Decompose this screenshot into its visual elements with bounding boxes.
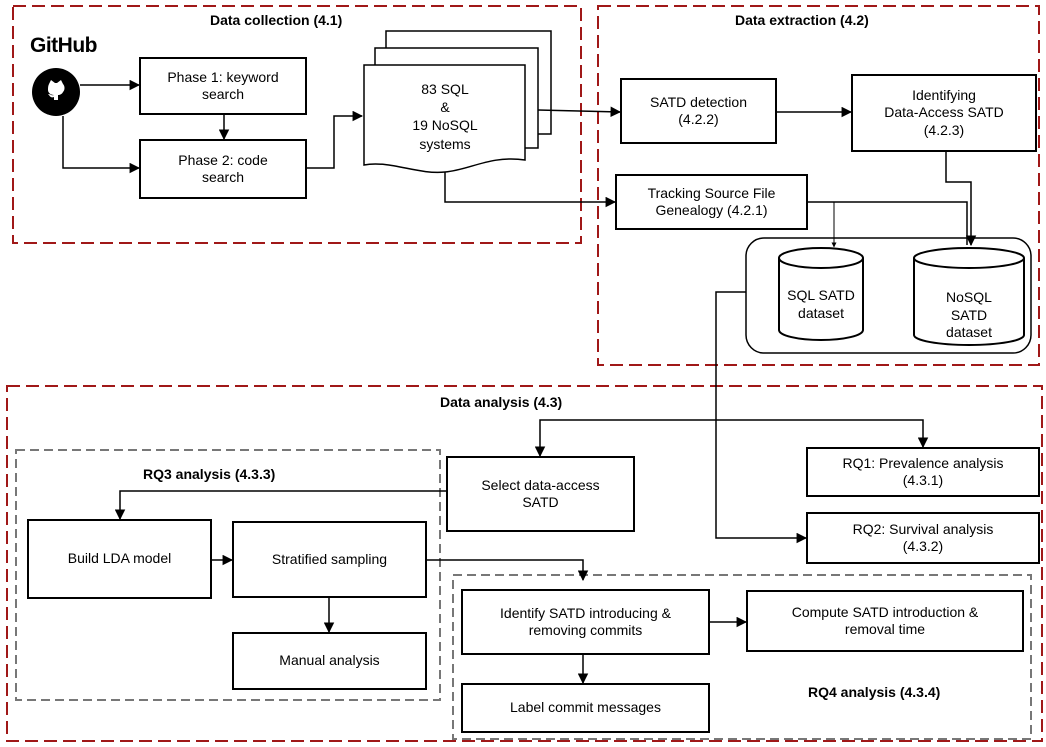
data-analysis-title: Data analysis (4.3) xyxy=(440,394,563,410)
tracking-source-file-genealogy[interactable]: Tracking Source File Genealogy (4.2.1) xyxy=(615,174,808,230)
phase2-code-search[interactable]: Phase 2: code search xyxy=(139,139,307,199)
arrow-select-to-lda xyxy=(114,490,446,521)
arrow-tracking-to-nosql xyxy=(808,201,968,245)
arrow-github-to-phase2 xyxy=(62,116,141,174)
data-extraction-frame xyxy=(597,5,1040,366)
rq3-frame xyxy=(15,449,441,701)
arrow-datasets-to-analysis xyxy=(715,291,746,420)
data-collection-title: Data collection (4.1) xyxy=(210,12,343,28)
arrow-phase2-to-systems xyxy=(307,110,364,169)
arrow-to-rq1 xyxy=(716,419,929,449)
manual-analysis[interactable]: Manual analysis xyxy=(232,632,427,690)
phase1-keyword-search[interactable]: Phase 1: keyword search xyxy=(139,57,307,115)
stratified-sampling[interactable]: Stratified sampling xyxy=(232,521,427,598)
nosql-dataset-cylinder xyxy=(913,247,1025,346)
label-commit-messages[interactable]: Label commit messages xyxy=(461,683,710,733)
arrow-stratified-to-rq4 xyxy=(427,559,589,582)
sql-dataset-cylinder xyxy=(778,247,864,341)
arrow-systems-to-satd-detection xyxy=(537,106,622,118)
data-extraction-title: Data extraction (4.2) xyxy=(735,12,869,28)
github-logo-icon xyxy=(32,68,80,116)
satd-detection[interactable]: SATD detection (4.2.2) xyxy=(620,78,777,144)
rq1-prevalence-analysis[interactable]: RQ1: Prevalence analysis (4.3.1) xyxy=(806,447,1040,497)
arrow-identifying-to-nosql xyxy=(945,152,977,247)
identifying-data-access-satd[interactable]: Identifying Data-Access SATD (4.2.3) xyxy=(851,74,1037,152)
arrow-to-select xyxy=(534,419,716,458)
build-lda-model[interactable]: Build LDA model xyxy=(27,519,212,599)
nosql-satd-dataset-label: NoSQL SATD dataset xyxy=(946,289,992,340)
sql-satd-dataset-label: SQL SATD dataset xyxy=(787,287,855,321)
select-data-access-satd[interactable]: Select data-access SATD xyxy=(446,456,635,532)
arrow-to-rq2 xyxy=(715,420,808,544)
rq3-title: RQ3 analysis (4.3.3) xyxy=(143,466,276,482)
systems-document-stack xyxy=(363,30,552,174)
systems-label: 83 SQL & 19 NoSQL systems xyxy=(412,81,478,152)
rq2-survival-analysis[interactable]: RQ2: Survival analysis (4.3.2) xyxy=(806,512,1040,564)
data-analysis-frame xyxy=(6,385,1043,742)
rq4-title: RQ4 analysis (4.3.4) xyxy=(808,684,941,700)
compute-satd-time[interactable]: Compute SATD introduction & removal time xyxy=(746,590,1024,652)
rq4-frame xyxy=(452,574,1032,740)
data-collection-frame xyxy=(12,5,582,244)
arrow-systems-to-tracking xyxy=(444,172,617,208)
identify-satd-commits[interactable]: Identify SATD introducing & removing com… xyxy=(461,589,710,655)
github-wordmark: GitHub xyxy=(30,34,97,57)
